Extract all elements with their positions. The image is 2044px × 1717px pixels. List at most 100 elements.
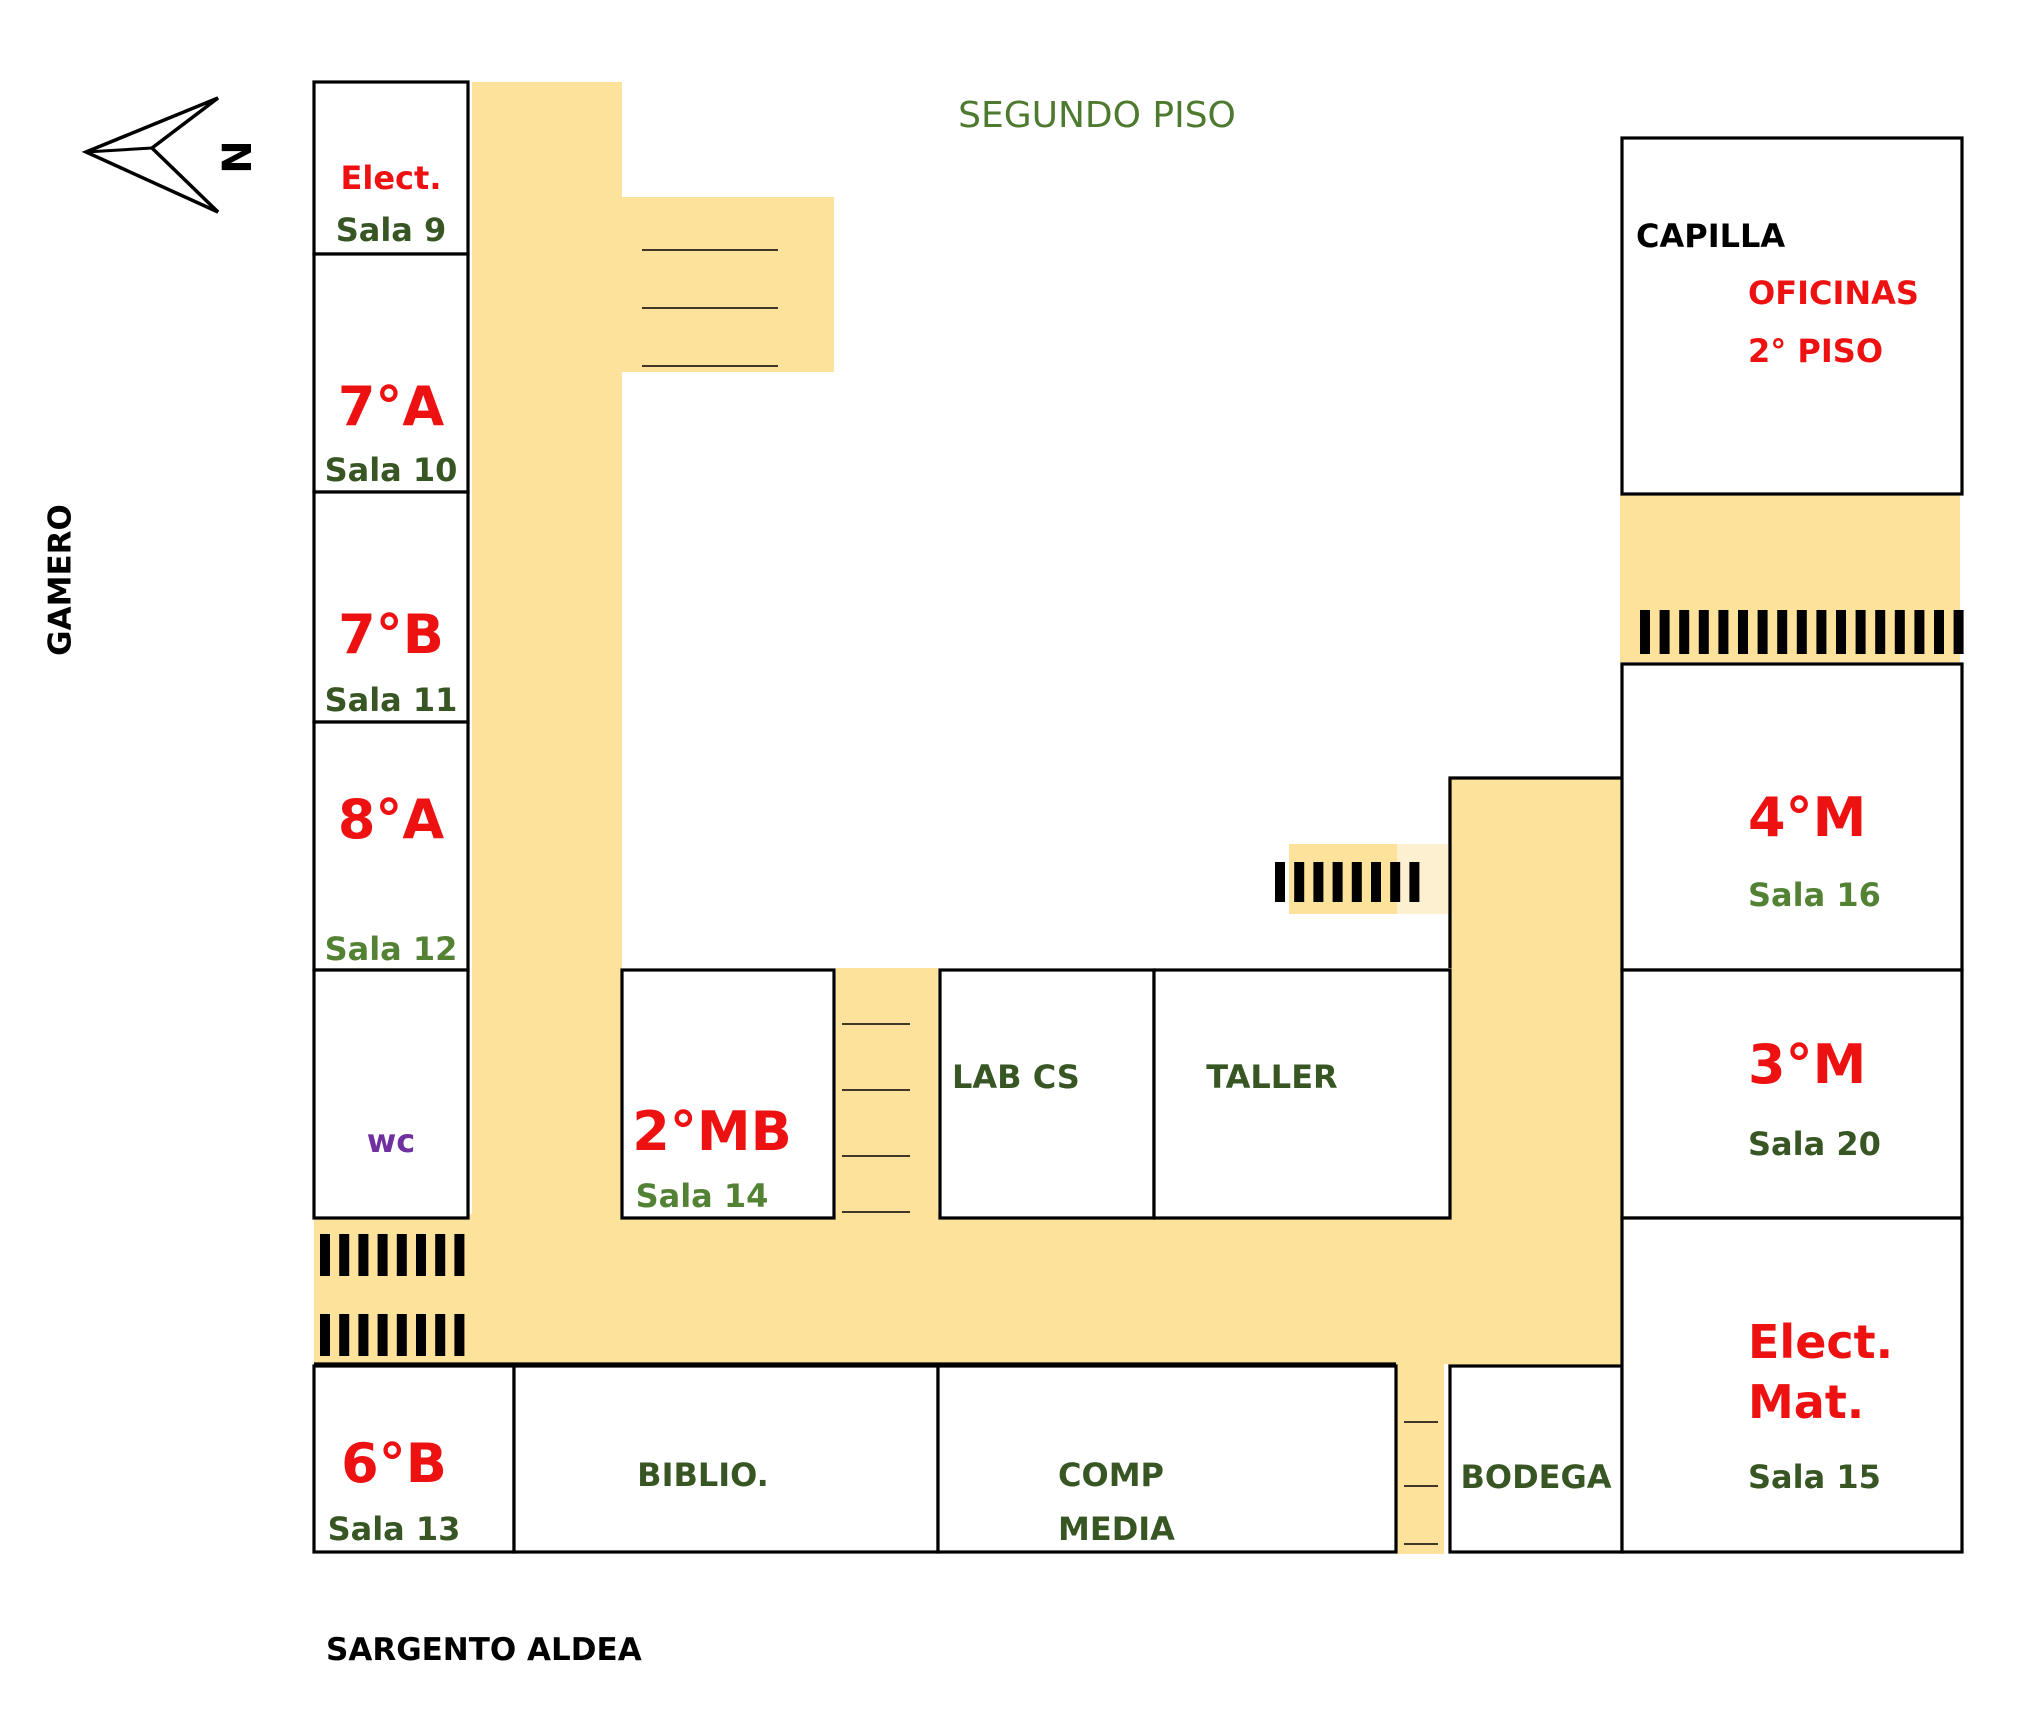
room-sala-11: [312, 490, 470, 724]
north-arrow-icon: N: [81, 96, 261, 214]
stair-bar: [1816, 610, 1827, 654]
stair-bar: [377, 1234, 388, 1276]
taller-label: TALLER: [1206, 1058, 1337, 1096]
stairs-south: [1404, 1421, 1438, 1545]
stair-bar: [377, 1314, 388, 1356]
stair-bar: [1757, 610, 1768, 654]
stair-bar: [1718, 610, 1729, 654]
stair-bar: [358, 1234, 369, 1276]
sala13-course: 6°B: [341, 1432, 447, 1495]
stair-bar: [1953, 610, 1964, 654]
sala10-label: Sala 10: [325, 451, 458, 489]
biblio-label: BIBLIO.: [637, 1456, 769, 1494]
stair-bar: [1914, 610, 1925, 654]
sala15-line1: Elect.: [1748, 1315, 1893, 1369]
street-sargento-aldea: SARGENTO ALDEA: [326, 1632, 642, 1668]
stair-bar: [396, 1314, 407, 1356]
stair-bars-wc-lower: [320, 1314, 465, 1356]
corridor-south-horizontal: [314, 1214, 1626, 1364]
wc-label: wc: [367, 1122, 416, 1160]
floor-title: SEGUNDO PISO: [958, 95, 1236, 136]
stair-bar: [1371, 862, 1381, 902]
sala11-label: Sala 11: [325, 681, 458, 719]
stair-bar: [1351, 862, 1362, 902]
stair-bar: [1796, 610, 1807, 654]
sala15-line2: Mat.: [1748, 1375, 1864, 1429]
sala13-label: Sala 13: [328, 1510, 461, 1548]
street-gamero: GAMERO: [43, 504, 79, 656]
stair-bars-east: [1275, 862, 1420, 902]
stair-bar: [1934, 610, 1944, 654]
stair-bar: [1777, 610, 1788, 654]
stair-bar: [416, 1234, 426, 1276]
stair-bar: [1679, 610, 1690, 654]
room-wc: [312, 968, 470, 1220]
stair-bar: [1390, 862, 1401, 902]
room-sala-15: [1620, 1216, 1964, 1554]
stair-bar: [1659, 610, 1670, 654]
stair-bar: [1698, 610, 1709, 654]
corridor-east-connector-light: [1397, 844, 1449, 914]
comp-media-line2: MEDIA: [1058, 1510, 1175, 1548]
stair-bar: [1332, 862, 1343, 902]
corridors: [314, 82, 1960, 1554]
stairs-north: [642, 249, 778, 367]
corridor-stair-south: [1396, 1364, 1444, 1554]
room-sala-16: [1620, 662, 1964, 972]
sala20-course: 3°M: [1748, 1033, 1866, 1096]
stair-bar: [358, 1314, 369, 1356]
stair-bar: [454, 1234, 465, 1276]
sala10-course: 7°A: [338, 375, 445, 438]
stair-bar: [1294, 862, 1305, 902]
sala16-course: 4°M: [1748, 786, 1866, 849]
stair-bar: [396, 1234, 407, 1276]
bodega-label: BODEGA: [1460, 1458, 1611, 1496]
stair-landing-north: [622, 197, 834, 372]
sala15-label: Sala 15: [1748, 1458, 1881, 1496]
stair-bars-wc-upper: [320, 1234, 465, 1276]
capilla-label: CAPILLA: [1636, 217, 1785, 255]
sala16-label: Sala 16: [1748, 876, 1881, 914]
corridor-capilla-landing: [1620, 494, 1960, 662]
stair-bar: [1738, 610, 1748, 654]
stair-bars-capilla: [1640, 610, 1964, 654]
stairs-middle: [842, 1023, 910, 1213]
corridor-stair-middle: [836, 968, 938, 1218]
stair-bar: [1855, 610, 1866, 654]
rooms: [312, 80, 1964, 1554]
oficinas-floor-label: 2° PISO: [1748, 332, 1883, 370]
sala14-course: 2°MB: [632, 1100, 791, 1163]
stair-bar: [1640, 610, 1650, 654]
room-sala-12: [312, 720, 470, 972]
sala9-tag: Elect.: [341, 159, 442, 197]
stair-bar: [435, 1234, 446, 1276]
lab-cs-label: LAB CS: [952, 1058, 1080, 1096]
sala14-label: Sala 14: [636, 1177, 769, 1215]
corridor-west-vertical: [472, 82, 622, 1362]
room-comp-media: [936, 1364, 1398, 1554]
sala12-course: 8°A: [338, 788, 445, 851]
room-sala-14: [620, 968, 836, 1220]
room-taller: [1152, 968, 1452, 1220]
room-capilla: [1620, 136, 1964, 496]
stair-bar: [454, 1314, 465, 1356]
stair-bar: [339, 1234, 350, 1276]
room-sala-9: [312, 80, 470, 256]
wall-east-corridor: [1448, 776, 1622, 968]
sala11-course: 7°B: [338, 603, 444, 666]
stair-bar: [339, 1314, 350, 1356]
sala9-label: Sala 9: [336, 211, 447, 249]
room-bodega: [1448, 1364, 1624, 1554]
stair-bar: [320, 1234, 330, 1276]
comp-media-line1: COMP: [1058, 1456, 1164, 1494]
stair-bar: [435, 1314, 446, 1356]
stair-bar: [1894, 610, 1905, 654]
stair-bar: [320, 1314, 330, 1356]
stair-bar: [416, 1314, 426, 1356]
sala12-label: Sala 12: [325, 930, 458, 968]
compass-n-label: N: [215, 140, 261, 173]
oficinas-label: OFICINAS: [1748, 274, 1919, 312]
stair-bar: [1313, 862, 1324, 902]
room-sala-10: [312, 252, 470, 494]
